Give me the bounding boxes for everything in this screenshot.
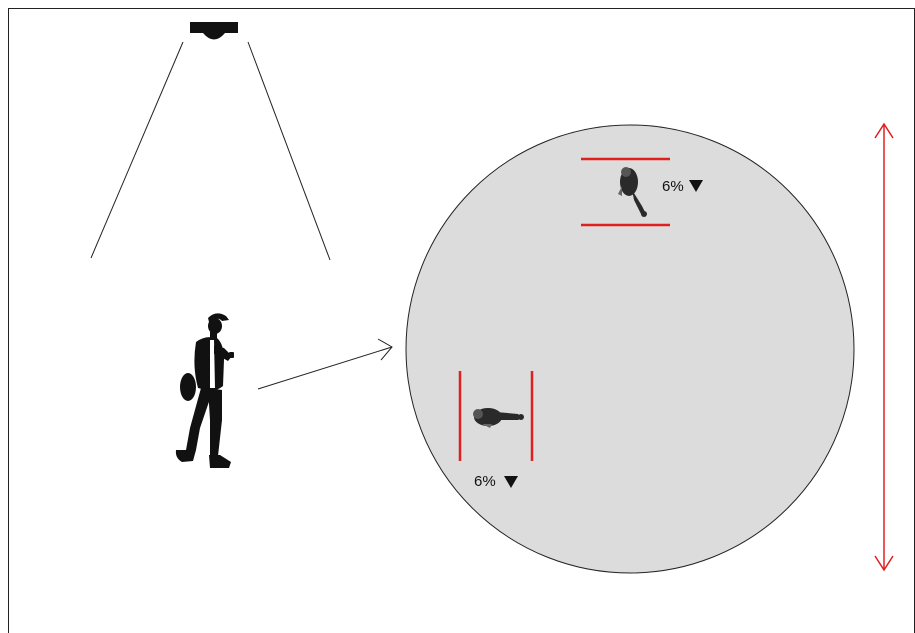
person-topdown-icon [473, 408, 524, 428]
fov-line-right [247, 41, 331, 261]
lower-percent-label: 6% [474, 473, 496, 490]
down-triangle-icon [689, 180, 703, 192]
fisheye-view-circle [405, 124, 855, 574]
upper-detection: 6% [581, 157, 703, 227]
down-triangle-icon [504, 476, 518, 488]
vertical-double-arrow-icon [874, 122, 894, 572]
person-topdown-icon [618, 167, 647, 217]
fov-line-left [90, 41, 184, 259]
lower-detection: 6% [458, 371, 534, 490]
upper-percent-label: 6% [662, 178, 684, 195]
arrow-right-icon [257, 338, 393, 390]
walking-person-icon [175, 313, 234, 468]
ceiling-camera-icon [190, 22, 238, 40]
